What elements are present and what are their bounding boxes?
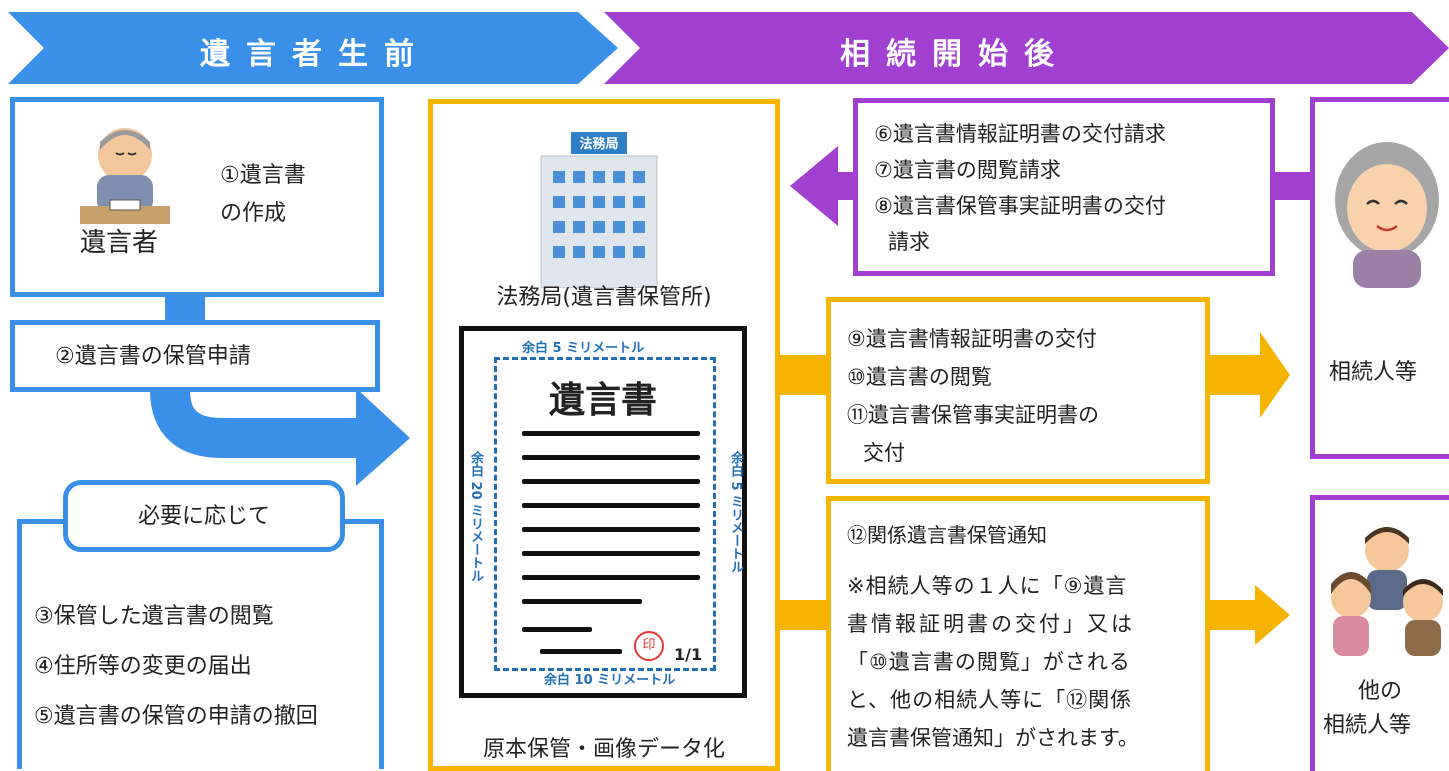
margin-guide bbox=[494, 357, 716, 671]
phase-banners bbox=[8, 12, 1449, 84]
bureau-sign: 法務局 bbox=[579, 137, 619, 152]
will-document: 余白 5 ミリメートル 余白 10 ミリメートル 余白 20 ミリメートル 余白… bbox=[459, 326, 747, 698]
margin-bottom-label: 余白 10 ミリメートル bbox=[544, 673, 676, 688]
office-building-icon bbox=[540, 132, 658, 288]
optional-box: ③保管した遺言書の閲覧 ④住所等の変更の届出 ⑤遺言書の保管の申請の撤回 bbox=[17, 519, 384, 769]
optional-item-5: ⑤遺言書の保管の申請の撤回 bbox=[34, 704, 318, 729]
notice-line-1: ※相続人等の１人に「⑨遺言 bbox=[847, 574, 1128, 598]
bureau-label: 法務局(遺言書保管所) bbox=[496, 285, 712, 310]
heirs-box: 相続人等 bbox=[1310, 97, 1449, 459]
delivery-item-9: ⑨遺言書情報証明書の交付 bbox=[847, 327, 1097, 351]
other-heirs-label-2: 相続人等 bbox=[1323, 713, 1412, 738]
delivery-arrow-shaft-right bbox=[1205, 355, 1265, 395]
notice-box: ⑫関係遺言書保管通知 ※相続人等の１人に「⑨遺言 書情報証明書の交付」又は 「⑩… bbox=[826, 496, 1210, 771]
notice-title: ⑫関係遺言書保管通知 bbox=[847, 523, 1047, 547]
margin-right-label: 余白 5 ミリメートル bbox=[728, 451, 743, 574]
elderly-man-writing-icon bbox=[80, 128, 170, 224]
notice-line-4: と、他の相続人等に「⑫関係 bbox=[847, 688, 1133, 712]
optional-item-3: ③保管した遺言書の閲覧 bbox=[34, 604, 274, 629]
notice-arrow-head bbox=[1255, 585, 1290, 645]
request-item-6: ⑥遺言書情報証明書の交付請求 bbox=[874, 122, 1166, 146]
request-box: ⑥遺言書情報証明書の交付請求 ⑦遺言書の閲覧請求 ⑧遺言書保管事実証明書の交付 … bbox=[853, 98, 1275, 276]
elderly-woman-icon bbox=[1335, 142, 1439, 288]
bureau-bottom-label: 原本保管・画像データ化 bbox=[482, 737, 725, 762]
phase-before-label: 遺言者生前 bbox=[200, 37, 430, 72]
delivery-item-11: ⑪遺言書保管事実証明書の bbox=[847, 403, 1099, 427]
notice-line-2: 書情報証明書の交付」又は bbox=[847, 612, 1135, 636]
delivery-item-10: ⑩遺言書の閲覧 bbox=[847, 365, 992, 389]
optional-title-box: 必要に応じて bbox=[63, 480, 345, 552]
margin-top-label: 余白 5 ミリメートル bbox=[522, 341, 645, 356]
submit-arrow-head bbox=[356, 388, 410, 486]
notice-line-5: 遺言書保管通知」がされます。 bbox=[847, 726, 1139, 750]
testator-label: 遺言者 bbox=[80, 228, 159, 258]
margin-left-label: 余白 20 ミリメートル bbox=[468, 451, 483, 583]
delivery-item-11-cont: 交付 bbox=[863, 441, 905, 465]
will-title: 遺言書 bbox=[548, 380, 657, 421]
delivery-box: ⑨遺言書情報証明書の交付 ⑩遺言書の閲覧 ⑪遺言書保管事実証明書の 交付 bbox=[826, 297, 1210, 484]
optional-item-4: ④住所等の変更の届出 bbox=[34, 654, 252, 679]
family-icon bbox=[1331, 527, 1443, 656]
seal-stamp: 印 bbox=[634, 631, 664, 661]
step1-text: ①遺言書 の作成 bbox=[220, 163, 306, 226]
step2-box: ②遺言書の保管申請 bbox=[10, 320, 380, 392]
heirs-label: 相続人等 bbox=[1329, 360, 1418, 385]
notice-line-3: 「⑩遺言書の閲覧」がされる bbox=[847, 650, 1131, 674]
delivery-arrow-head bbox=[1260, 332, 1290, 418]
request-item-8-cont: 請求 bbox=[888, 230, 930, 254]
step2-text: ②遺言書の保管申請 bbox=[55, 344, 251, 369]
phase-after-label: 相続開始後 bbox=[840, 37, 1070, 72]
page-number: 1/1 bbox=[674, 645, 703, 664]
phase-after-arrow bbox=[604, 12, 1449, 84]
request-item-8: ⑧遺言書保管事実証明書の交付 bbox=[874, 194, 1166, 218]
request-item-7: ⑦遺言書の閲覧請求 bbox=[874, 158, 1061, 182]
notice-arrow-shaft-left bbox=[778, 600, 828, 630]
testator-box: 遺言者 ①遺言書 の作成 bbox=[10, 97, 384, 297]
other-heirs-box: 他の 相続人等 bbox=[1310, 495, 1449, 771]
notice-arrow-shaft-right bbox=[1210, 600, 1260, 630]
phase-before-arrow bbox=[8, 12, 618, 84]
bureau-box: 法務局 法務局(遺言書保管所) 余白 5 ミリメートル 余白 10 ミリメートル… bbox=[428, 99, 780, 771]
request-arrow-shaft-right bbox=[1270, 172, 1312, 200]
other-heirs-label-1: 他の bbox=[1357, 679, 1402, 704]
request-arrow-head bbox=[790, 146, 838, 226]
optional-title: 必要に応じて bbox=[137, 504, 270, 529]
delivery-arrow-shaft-left bbox=[778, 355, 828, 395]
